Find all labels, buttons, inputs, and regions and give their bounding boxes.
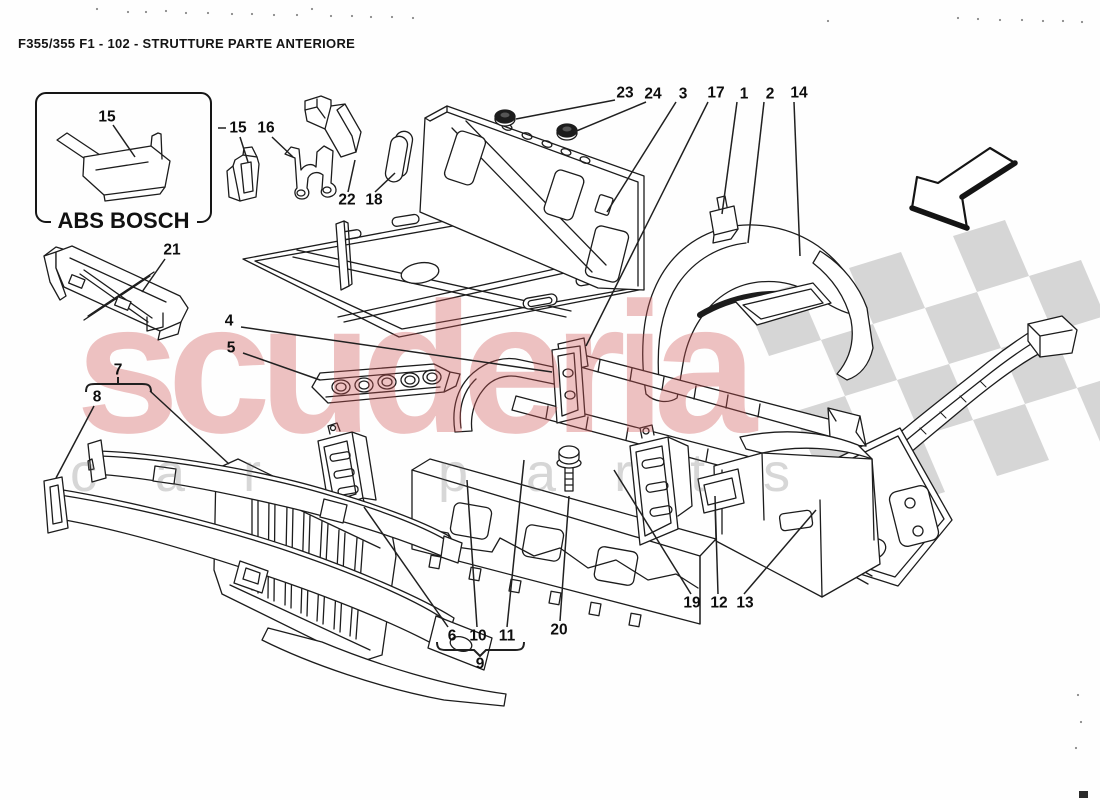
checker-cell [973,404,1049,476]
leader-line-8 [55,405,95,479]
part-15-bracket [226,146,260,202]
part-21-bracket-assembly [43,245,189,341]
leader-line-6 [363,506,449,628]
leader-line-13 [743,509,817,595]
group-bracket [85,377,152,393]
callout-15: 15 [229,119,247,137]
part-22-bracket [304,95,362,158]
callout-21: 21 [163,241,181,259]
group-bracket [436,641,525,658]
callout-8: 8 [92,388,102,406]
callout-2: 2 [765,85,775,103]
checker-cell [1029,260,1100,332]
leader-line-17 [585,101,709,347]
leader-line-19 [613,469,692,595]
leader-line-16 [271,136,294,158]
leader-line-24 [573,101,647,133]
leader-line-1 [721,101,738,215]
leader-line-20 [559,495,570,622]
bolt-20 [556,445,582,492]
callout-17: 17 [707,84,725,102]
callout-5: 5 [226,339,236,357]
callout-12: 12 [710,594,728,612]
checker-cell [849,252,925,324]
fastener-nut-24 [556,123,578,141]
callout-16: 16 [257,119,275,137]
part-16-clamp [284,145,337,200]
leader-line-23 [515,99,616,120]
callout-22: 22 [338,191,356,209]
leader-line-10 [466,479,478,628]
page-title: F355/355 F1 - 102 - STRUTTURE PARTE ANTE… [18,36,356,51]
front-rail-section-4 [453,345,586,433]
part-18-pad [384,130,414,183]
checker-cell [1077,380,1100,442]
leader-line-2 [747,101,765,244]
leader-line-18 [374,172,396,193]
part-15-abs-unit [56,132,171,202]
callout-3: 3 [678,85,688,103]
abs-bosch-inset-box: ABS BOSCH [35,92,212,234]
leader-line-15 [239,136,249,163]
bumper-beam-lower [43,476,507,707]
callout-6: 6 [447,627,457,645]
callout-4: 4 [224,312,234,330]
leader-line-14 [793,101,801,257]
leader-line-3 [606,101,677,213]
watermark-tagline: car parts [70,443,849,503]
callout-13: 13 [736,594,754,612]
watermark-brand: scuderia [76,265,757,472]
leader-line-15 [112,124,136,158]
callout-9: 9 [475,655,485,673]
callout-19: 19 [683,594,701,612]
leader-line-22 [347,159,356,193]
leader-line-11 [506,459,525,628]
bumper-beam-upper [87,439,463,564]
abs-bosch-label: ABS BOSCH [50,208,197,234]
leader-line-21 [141,258,166,293]
sill-plate-5 [311,363,461,404]
callout-18: 18 [365,191,383,209]
callout-20: 20 [550,621,568,639]
checker-cell [897,364,973,436]
callout-14: 14 [790,84,808,102]
cowl-side-bracket [697,431,881,598]
leader-line-4 [240,326,553,373]
callout-11: 11 [498,627,516,645]
firewall-panel [419,105,645,291]
callout-10: 10 [469,627,487,645]
leader-line-5 [242,352,321,381]
fastener-nut-23 [494,109,516,127]
checker-cell [925,292,1001,364]
leader-line-7 [149,390,230,465]
wheelhouse-arch [642,195,874,403]
leader-line-12 [714,495,719,595]
callout-15: 15 [98,108,116,126]
callout-23: 23 [616,84,634,102]
callout-7: 7 [113,361,123,379]
checker-cell [953,220,1029,292]
bracket-slotted-right [629,424,693,546]
callout-24: 24 [644,85,662,103]
callout-1: 1 [739,85,749,103]
